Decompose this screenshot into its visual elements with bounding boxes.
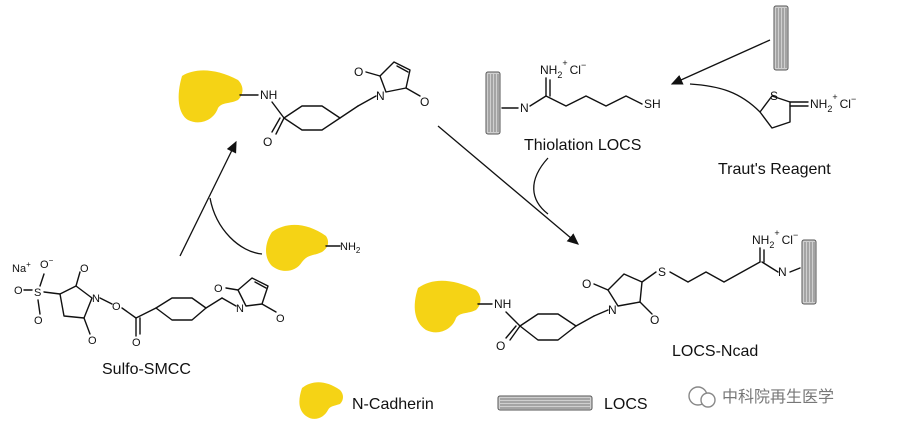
- nh2-label: NH2: [340, 241, 361, 255]
- thiolation-locs-structure: N NH2+Cl− SH: [485, 58, 661, 135]
- arrow-thiol-curve: [533, 157, 549, 215]
- sh-label-thiol: SH: [644, 97, 661, 111]
- locs-ncad-product: NH O N O O S NH2+Cl− N: [414, 228, 817, 353]
- o-label-product-1: O: [582, 277, 591, 291]
- ncadherin-shape-top: [178, 70, 243, 123]
- s-label-traut: S: [770, 89, 778, 103]
- o-label-so3-2: O: [34, 315, 43, 327]
- nh2plus-label-traut: NH2+Cl−: [810, 92, 856, 114]
- nh-label-top: NH: [260, 88, 277, 102]
- o-label-carbonyl: O: [132, 337, 141, 349]
- n-label-thiol: N: [520, 101, 529, 115]
- na-label: Na+: [12, 260, 31, 275]
- o-label-smcc-2: O: [276, 313, 285, 325]
- s-label-product: S: [658, 265, 666, 279]
- ncadherin-amine: NH2: [266, 224, 361, 271]
- n-label-succ: N: [92, 293, 100, 305]
- o-label-ester: O: [112, 301, 121, 313]
- legend-locs-icon: [497, 395, 593, 411]
- o-label-top-amide: O: [263, 135, 272, 149]
- legend-locs-label: LOCS: [604, 396, 648, 413]
- o-label-product-2: O: [650, 313, 659, 327]
- nh2plus-label-thiol: NH2+Cl−: [540, 58, 586, 80]
- nh2plus-label-product: NH2+Cl−: [752, 228, 798, 250]
- ncadherin-shape-product: [414, 280, 481, 333]
- arrow-cadherin-curve: [209, 197, 263, 255]
- trauts-reagent-label: Traut's Reagent: [718, 161, 831, 178]
- n-label-smcc: N: [236, 303, 244, 315]
- legend-ncadherin-icon: [299, 382, 343, 419]
- legend: N-Cadherin LOCS: [299, 382, 648, 419]
- locs-rod-thiolation: [485, 71, 501, 135]
- legend-ncadherin-label: N-Cadherin: [352, 396, 434, 413]
- arrow-to-product: [437, 125, 579, 245]
- ncad-maleimide-intermediate: NH O N O O: [178, 61, 429, 149]
- locs-rod-product: [801, 239, 817, 305]
- o-label-product-amide: O: [496, 339, 505, 353]
- trauts-reagent-structure: S NH2+Cl−: [759, 5, 856, 129]
- locs-ncad-label: LOCS-Ncad: [672, 343, 758, 360]
- o-label-so3-1: O: [14, 285, 23, 297]
- o-label-top-2: O: [420, 95, 429, 109]
- locs-rod-traut: [773, 5, 789, 71]
- o-label-succ-2: O: [88, 335, 97, 347]
- arrow-locs-to-thiol: [670, 39, 771, 85]
- o-label-smcc-1: O: [214, 283, 223, 295]
- o-label-top-1: O: [354, 65, 363, 79]
- n-label-product-2: N: [778, 265, 787, 279]
- sulfo-smcc-structure: Na+ O− O S O O N O O O N O O: [12, 256, 285, 349]
- n-label-product: N: [608, 303, 617, 317]
- watermark: 中科院再生医学: [688, 386, 834, 408]
- watermark-text: 中科院再生医学: [722, 387, 834, 406]
- ncadherin-shape-amine: [266, 224, 329, 271]
- o-label-succ-1: O: [80, 263, 89, 275]
- arrow-traut-curve: [689, 83, 761, 113]
- nh-label-product: NH: [494, 297, 511, 311]
- n-label-top: N: [376, 89, 385, 103]
- sulfo-smcc-label: Sulfo-SMCC: [102, 361, 191, 378]
- o-minus-label: O−: [40, 256, 54, 271]
- arrow-smcc-to-intermediate: [179, 140, 237, 257]
- s-label-so3: S: [34, 287, 41, 299]
- thiolation-locs-label: Thiolation LOCS: [524, 137, 641, 154]
